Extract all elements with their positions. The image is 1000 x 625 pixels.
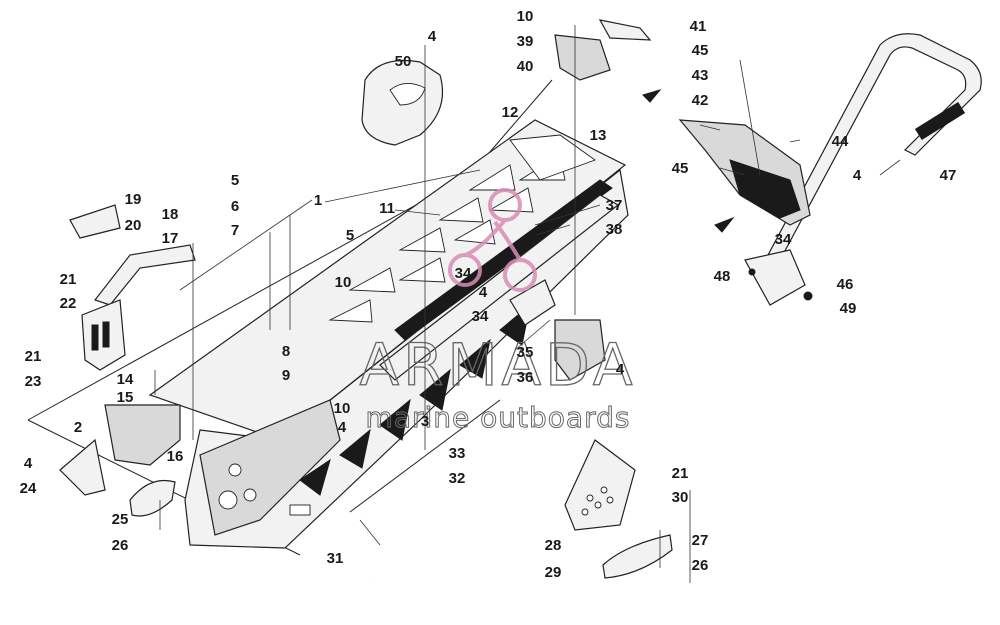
callout-28: 28 xyxy=(545,537,562,554)
callout-50: 50 xyxy=(395,53,412,70)
direction-arrow xyxy=(714,216,735,233)
callout-43: 43 xyxy=(692,67,709,84)
callout-39: 39 xyxy=(517,33,534,50)
callout-49: 49 xyxy=(840,300,857,317)
callout-46: 46 xyxy=(837,276,854,293)
mount-slot xyxy=(289,504,311,516)
callout-8: 8 xyxy=(282,343,290,360)
rear-brackets xyxy=(509,279,606,381)
callouts: 1 2 3 4 4 4 4 4 4 5 5 6 7 8 9 10 10 10 1… xyxy=(20,8,957,581)
callout-4: 4 xyxy=(853,167,862,184)
callout-38: 38 xyxy=(606,221,623,238)
callout-21: 21 xyxy=(25,348,42,365)
rear-tail-bracket xyxy=(554,19,652,81)
callout-9: 9 xyxy=(282,367,290,384)
callout-45: 45 xyxy=(692,42,709,59)
mount-hole xyxy=(218,490,238,510)
callout-13: 13 xyxy=(590,127,607,144)
callout-26: 26 xyxy=(692,557,709,574)
callout-11: 11 xyxy=(379,200,395,217)
callout-41: 41 xyxy=(690,18,707,35)
callout-16: 16 xyxy=(167,448,184,465)
leader-lines xyxy=(154,25,901,583)
callout-4: 4 xyxy=(479,284,488,301)
side-truss xyxy=(299,303,531,496)
callout-20: 20 xyxy=(125,217,142,234)
running-board-rail xyxy=(379,179,620,381)
callout-15: 15 xyxy=(117,389,134,406)
callout-5: 5 xyxy=(231,172,239,189)
watermark: ARMADA marine outboards xyxy=(359,188,636,435)
bumper-decal xyxy=(914,101,966,141)
callout-33: 33 xyxy=(449,445,466,462)
callout-21: 21 xyxy=(60,271,77,288)
callout-42: 42 xyxy=(692,92,709,109)
callout-34: 34 xyxy=(775,231,792,248)
callout-47: 47 xyxy=(940,167,957,184)
callout-37: 37 xyxy=(606,197,623,214)
callout-45: 45 xyxy=(672,160,689,177)
callout-35: 35 xyxy=(517,344,534,361)
callout-40: 40 xyxy=(517,58,534,75)
callout-4: 4 xyxy=(428,28,437,45)
footrest-holds xyxy=(129,439,673,579)
watermark-logo xyxy=(448,188,537,292)
seat-pad xyxy=(361,59,444,146)
callout-23: 23 xyxy=(25,373,42,390)
callout-29: 29 xyxy=(545,564,562,581)
callout-12: 12 xyxy=(502,104,519,121)
callout-10: 10 xyxy=(334,400,351,417)
callout-18: 18 xyxy=(162,206,179,223)
callout-7: 7 xyxy=(231,222,239,239)
callout-4: 4 xyxy=(338,419,347,436)
mount-hole xyxy=(243,488,257,502)
callout-22: 22 xyxy=(60,295,77,312)
callout-30: 30 xyxy=(672,489,689,506)
tunnel-vents xyxy=(328,134,596,323)
callout-32: 32 xyxy=(449,470,466,487)
callout-44: 44 xyxy=(832,133,849,150)
steering-support xyxy=(69,204,196,371)
callout-26: 26 xyxy=(112,537,129,554)
snowflap xyxy=(678,119,811,226)
callout-2: 2 xyxy=(74,419,82,436)
callout-4: 4 xyxy=(24,455,33,472)
callout-14: 14 xyxy=(117,371,134,388)
watermark-brand: ARMADA xyxy=(359,331,636,399)
flap-mount xyxy=(744,249,813,306)
watermark-tagline: marine outboards xyxy=(366,401,631,434)
callout-19: 19 xyxy=(125,191,142,208)
callout-17: 17 xyxy=(162,230,179,247)
callout-24: 24 xyxy=(20,480,37,497)
callout-36: 36 xyxy=(517,369,534,386)
tunnel-shafts xyxy=(349,399,547,584)
callout-34: 34 xyxy=(455,265,472,282)
callout-3: 3 xyxy=(421,413,429,430)
front-bracket xyxy=(59,404,181,496)
callout-6: 6 xyxy=(231,198,239,215)
callout-10: 10 xyxy=(517,8,534,25)
callout-34: 34 xyxy=(472,308,489,325)
rear-bumper xyxy=(759,33,982,276)
direction-arrow xyxy=(642,89,662,103)
callout-31: 31 xyxy=(327,550,344,567)
callout-4: 4 xyxy=(616,361,625,378)
callout-25: 25 xyxy=(112,511,129,528)
callout-10: 10 xyxy=(335,274,352,291)
callout-21: 21 xyxy=(672,465,689,482)
callout-27: 27 xyxy=(692,532,709,549)
callout-1: 1 xyxy=(314,192,322,209)
callout-5: 5 xyxy=(346,227,354,244)
mount-hole xyxy=(228,463,242,477)
callout-48: 48 xyxy=(714,268,731,285)
